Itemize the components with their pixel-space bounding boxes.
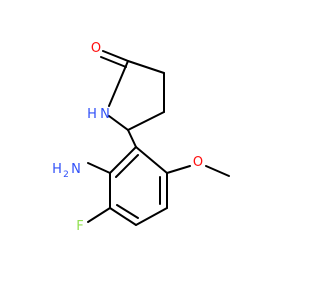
atom-label-fluorine: F	[76, 219, 83, 234]
bond-c5-n1	[108, 115, 129, 131]
atom-label-carbonyl-oxygen: O	[91, 41, 101, 56]
bond-ar3-ar4	[109, 207, 137, 226]
bond-ar3-f	[87, 207, 111, 223]
bond-ar6-ome	[166, 165, 191, 174]
atom-label-amine-h-count: 2	[63, 170, 69, 180]
bond-ar2-nh2	[87, 162, 111, 174]
molecule-structure: O H N H 2 N F O	[52, 41, 230, 234]
atom-label-lactam-h: H	[87, 107, 97, 122]
bond-o-ch3	[205, 165, 230, 177]
bond-c5-aryl	[127, 129, 137, 148]
bond-ar3-ar4-inner	[116, 204, 139, 219]
bond-ar4-ar5	[135, 207, 168, 226]
atom-label-amine-h: H	[52, 162, 62, 177]
bond-c2-c3	[127, 60, 165, 74]
atom-label-amine-n: N	[71, 162, 81, 177]
bond-n1-c2	[108, 60, 129, 107]
bond-c2-o-a	[102, 50, 129, 62]
bond-c2-o-b	[100, 56, 127, 68]
atom-label-methoxy-oxygen: O	[193, 155, 203, 170]
bond-ar1-ar2	[109, 146, 137, 174]
bond-c4-c5	[127, 111, 165, 131]
bond-ar6-ar1	[135, 146, 168, 174]
atom-label-lactam-n: N	[100, 107, 110, 122]
bond-ar1-ar2-inner	[115, 154, 139, 178]
